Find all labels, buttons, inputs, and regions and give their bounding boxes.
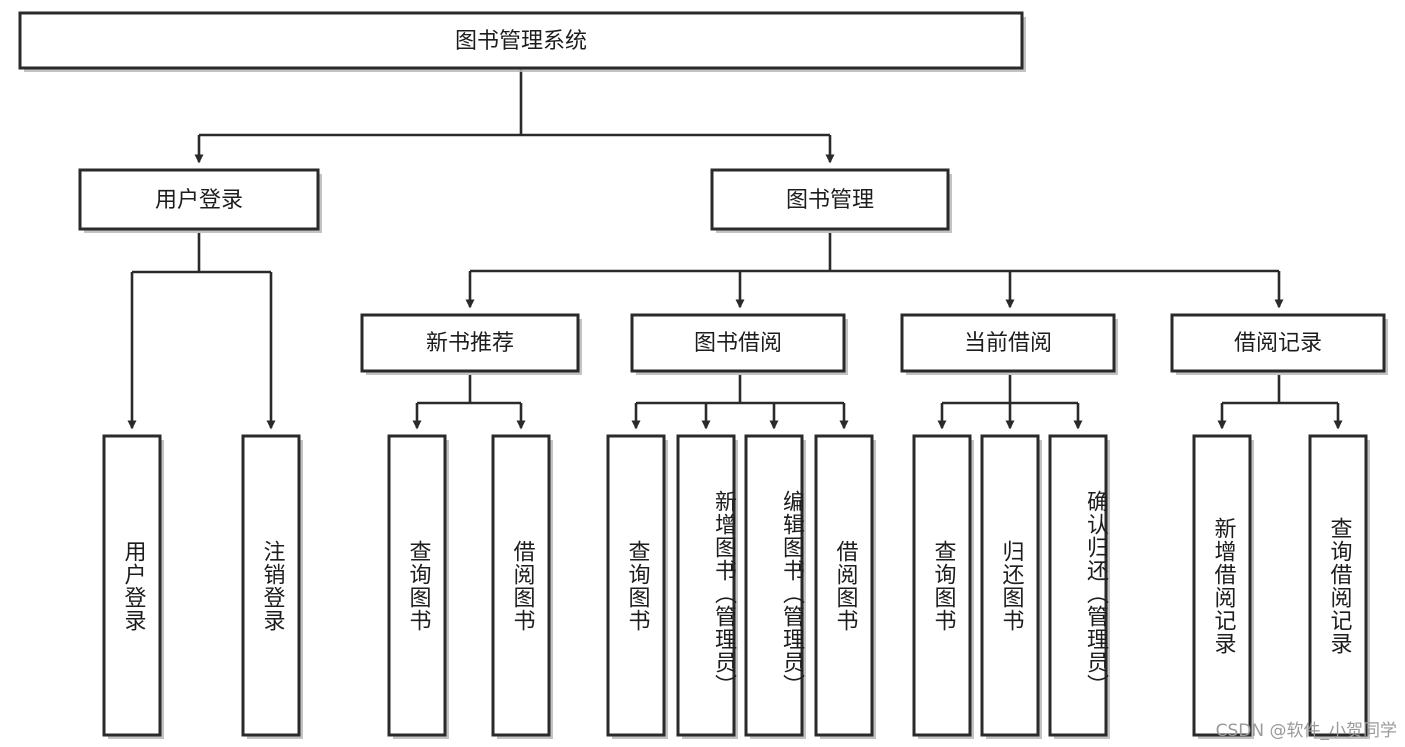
leaf-boxes bbox=[102, 434, 1370, 739]
node-root-label: 图书管理系统 bbox=[455, 29, 587, 54]
node-leaf-return-book[interactable] bbox=[980, 434, 1042, 739]
node-leaf-add-record[interactable] bbox=[1192, 434, 1254, 739]
node-current[interactable]: 当前借阅 bbox=[900, 313, 1118, 375]
node-leaf-borrow-book-2-box[interactable] bbox=[814, 434, 874, 737]
node-leaf-add-record-box[interactable] bbox=[1192, 434, 1252, 737]
node-leaf-query-book-1-box[interactable] bbox=[387, 434, 447, 737]
node-current-box[interactable] bbox=[900, 313, 1116, 373]
node-login-label: 用户登录 bbox=[155, 188, 243, 213]
node-leaf-confirm-return-box[interactable] bbox=[1048, 434, 1108, 737]
node-records-label: 借阅记录 bbox=[1234, 331, 1322, 356]
node-leaf-query-book-1[interactable] bbox=[387, 434, 449, 739]
node-leaf-confirm-return[interactable] bbox=[1048, 434, 1110, 739]
node-leaf-add-book-box[interactable] bbox=[676, 434, 736, 737]
node-leaf-query-book-3[interactable] bbox=[912, 434, 974, 739]
node-leaf-return-book-box[interactable] bbox=[980, 434, 1040, 737]
node-root-box[interactable] bbox=[18, 11, 1024, 70]
node-borrow[interactable]: 图书借阅 bbox=[630, 313, 848, 375]
node-newbook-box[interactable] bbox=[360, 313, 580, 373]
node-leaf-user-logout[interactable] bbox=[241, 434, 303, 739]
node-leaf-borrow-book-1-box[interactable] bbox=[491, 434, 551, 737]
node-root[interactable]: 图书管理系统 bbox=[18, 11, 1026, 72]
node-leaf-query-record[interactable] bbox=[1308, 434, 1370, 739]
node-bookmgmt[interactable]: 图书管理 bbox=[710, 168, 952, 233]
watermark: CSDN @软件_小贺同学 bbox=[1215, 721, 1397, 741]
node-records-box[interactable] bbox=[1170, 313, 1386, 373]
node-leaf-query-book-3-box[interactable] bbox=[912, 434, 972, 737]
node-leaf-borrow-book-2[interactable] bbox=[814, 434, 876, 739]
node-newbook[interactable]: 新书推荐 bbox=[360, 313, 582, 375]
node-login-box[interactable] bbox=[78, 168, 320, 231]
node-login[interactable]: 用户登录 bbox=[78, 168, 322, 233]
node-borrow-box[interactable] bbox=[630, 313, 846, 373]
node-leaf-user-login[interactable] bbox=[102, 434, 164, 739]
node-leaf-user-logout-box[interactable] bbox=[241, 434, 301, 737]
node-leaf-add-book[interactable] bbox=[676, 434, 738, 739]
node-newbook-label: 新书推荐 bbox=[426, 331, 514, 356]
node-leaf-query-record-box[interactable] bbox=[1308, 434, 1368, 737]
node-leaf-edit-book-box[interactable] bbox=[744, 434, 804, 737]
node-bookmgmt-label: 图书管理 bbox=[786, 188, 874, 213]
node-leaf-edit-book[interactable] bbox=[744, 434, 806, 739]
node-leaf-query-book-2[interactable] bbox=[606, 434, 668, 739]
node-current-label: 当前借阅 bbox=[964, 331, 1052, 356]
edge-group bbox=[127, 68, 1343, 430]
node-borrow-label: 图书借阅 bbox=[694, 331, 782, 356]
node-leaf-user-login-box[interactable] bbox=[102, 434, 162, 737]
node-leaf-borrow-book-1[interactable] bbox=[491, 434, 553, 739]
node-bookmgmt-box[interactable] bbox=[710, 168, 950, 231]
node-leaf-query-book-2-box[interactable] bbox=[606, 434, 666, 737]
node-records[interactable]: 借阅记录 bbox=[1170, 313, 1388, 375]
